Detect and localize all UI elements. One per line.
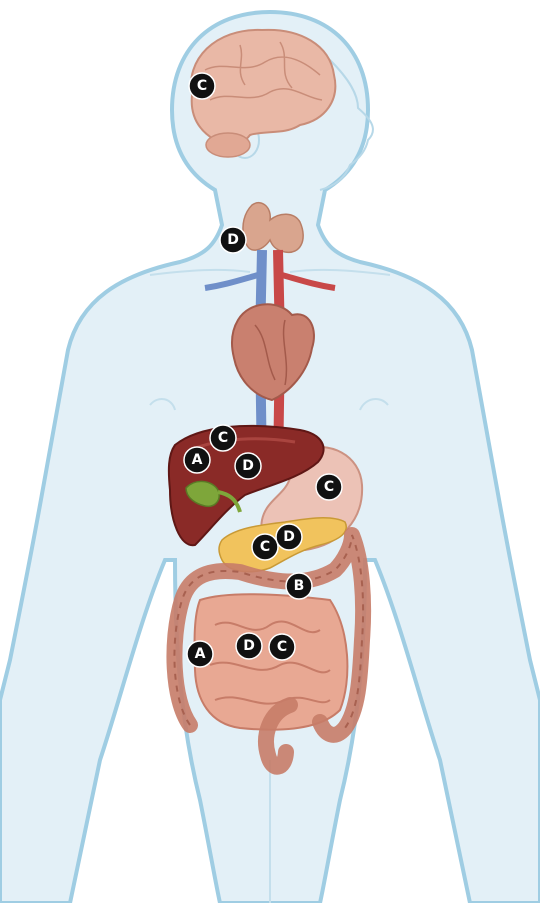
- marker-brain: C: [189, 73, 215, 99]
- marker-pancreas-d: D: [276, 524, 302, 550]
- marker-small-intestine-c: C: [269, 634, 295, 660]
- marker-label: C: [260, 539, 270, 555]
- marker-label: A: [192, 452, 203, 468]
- marker-label: D: [243, 638, 255, 654]
- marker-transverse-colon: B: [286, 573, 312, 599]
- marker-label: D: [227, 232, 239, 248]
- marker-liver-c: C: [210, 425, 236, 451]
- marker-liver-d: D: [235, 453, 261, 479]
- marker-label: C: [197, 78, 207, 94]
- marker-liver-a: A: [184, 447, 210, 473]
- marker-pancreas-c: C: [252, 534, 278, 560]
- marker-label: C: [218, 430, 228, 446]
- marker-stomach: C: [316, 474, 342, 500]
- marker-label: D: [242, 458, 254, 474]
- marker-label: C: [277, 639, 287, 655]
- marker-label: D: [283, 529, 295, 545]
- marker-ascending-colon: A: [187, 641, 213, 667]
- marker-small-intestine-d: D: [236, 633, 262, 659]
- marker-label: B: [294, 578, 305, 594]
- marker-label: A: [195, 646, 206, 662]
- cerebellum: [206, 133, 250, 157]
- marker-thyroid: D: [220, 227, 246, 253]
- marker-label: C: [324, 479, 334, 495]
